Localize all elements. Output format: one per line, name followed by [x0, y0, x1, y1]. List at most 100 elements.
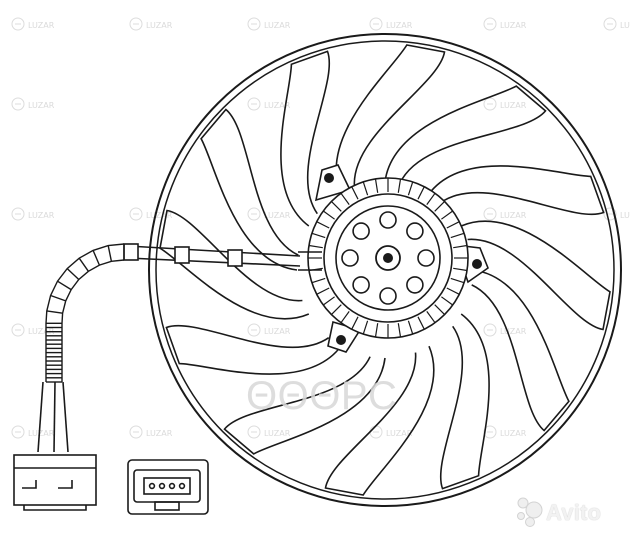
sleeve-rib: [66, 268, 80, 281]
luzar-watermark-label: LUZAR: [500, 21, 527, 30]
motor-fin: [322, 296, 335, 306]
motor-fin: [434, 304, 446, 316]
luzar-watermark-icon: LUZAR: [247, 97, 291, 111]
fan-blade: [471, 269, 570, 432]
fan-blade: [223, 356, 386, 455]
connector-front-view: [127, 459, 209, 515]
motor-fin: [374, 323, 379, 338]
motor-fin: [397, 178, 402, 193]
luzar-watermark-label: LUZAR: [500, 101, 527, 110]
luzar-watermark-icon: LUZAR: [129, 17, 173, 31]
corrugated-wire-sleeve: [45, 243, 125, 383]
luzar-watermark-label: LUZAR: [28, 429, 55, 438]
luzar-watermark-label: LUZAR: [28, 21, 55, 30]
luzar-watermark-label: LUZAR: [500, 429, 527, 438]
sleeve-edge: [45, 243, 125, 382]
luzar-watermark-icon: LUZAR: [483, 323, 527, 337]
motor-fin: [450, 277, 465, 284]
hub-hole: [352, 222, 370, 240]
sleeve-rib: [46, 310, 63, 314]
motor-fin: [311, 232, 326, 239]
sleeve-rib: [57, 280, 72, 291]
motor-fin: [434, 200, 446, 212]
luzar-watermark-label: LUZAR: [146, 211, 173, 220]
sleeve-rib: [50, 294, 66, 302]
luzar-watermark-icon: LUZAR: [483, 97, 527, 111]
luzar-watermark-label: LUZAR: [500, 211, 527, 220]
motor-fin: [316, 221, 330, 229]
motor-fin: [407, 320, 414, 335]
motor-fin: [330, 200, 342, 212]
luzar-watermark-icon: LUZAR: [247, 207, 291, 221]
mount-ear-top: [314, 164, 352, 202]
luzar-watermark-label: LUZAR: [264, 21, 291, 30]
luzar-watermark-icon: LUZAR: [11, 17, 55, 31]
motor-fin: [446, 221, 460, 229]
motor-fin: [450, 232, 465, 239]
overlay-watermark-text: ΘΘΘΡC: [246, 374, 398, 418]
luzar-watermark-icon: LUZAR: [369, 425, 413, 439]
motor-fin: [311, 277, 326, 284]
motor-fin: [316, 287, 330, 295]
mount-hole-bottom: [336, 335, 346, 345]
fan-inner-ring: [155, 40, 615, 500]
wire-harness: [123, 243, 322, 271]
fan-blades: [159, 44, 611, 496]
fan-blade: [335, 44, 446, 195]
luzar-watermark-icon: LUZAR: [247, 17, 291, 31]
luzar-watermark-icon: LUZAR: [11, 425, 55, 439]
hub-hole: [417, 249, 435, 267]
luzar-watermark-label: LUZAR: [500, 327, 527, 336]
fan-blade: [280, 50, 330, 227]
motor-fin: [441, 296, 454, 306]
luzar-watermark-label: LUZAR: [620, 211, 630, 220]
luzar-watermark-label: LUZAR: [620, 21, 630, 30]
luzar-watermark-icon: LUZAR: [603, 17, 630, 31]
motor-fin: [351, 316, 359, 330]
sleeve-rib: [92, 250, 101, 266]
luzar-watermark-icon: LUZAR: [11, 207, 55, 221]
motor-fin: [407, 181, 414, 196]
avito-watermark: Avito: [546, 500, 602, 525]
hub-hole: [352, 276, 370, 294]
motor-fin: [417, 186, 425, 200]
motor-fin: [340, 311, 350, 324]
fan-blade: [428, 165, 605, 215]
sleeve-rib: [78, 257, 89, 272]
loose-wires: [37, 381, 69, 453]
luzar-watermark-icon: LUZAR: [11, 323, 55, 337]
motor-fin: [397, 323, 402, 338]
luzar-watermark-label: LUZAR: [264, 327, 291, 336]
luzar-watermark-label: LUZAR: [28, 211, 55, 220]
motor-shaft-center: [383, 253, 393, 263]
motor-fin: [417, 316, 425, 330]
mount-hole-right: [472, 259, 482, 269]
motor-fin: [426, 192, 436, 205]
motor-fin: [362, 320, 369, 335]
hub-hole: [379, 287, 397, 305]
luzar-watermark-icon: LUZAR: [483, 207, 527, 221]
luzar-watermark-icon: LUZAR: [247, 323, 291, 337]
motor-fin: [441, 210, 454, 220]
motor-cooling-fins: [308, 178, 468, 338]
fan-blade: [324, 345, 435, 496]
hub-hole: [406, 276, 424, 294]
motor-fin: [374, 178, 379, 193]
luzar-watermark-icon: LUZAR: [603, 207, 630, 221]
fan-blade: [159, 209, 310, 320]
connector-side-view: [13, 454, 97, 511]
mount-hole-top: [324, 173, 334, 183]
luzar-watermark-icon: LUZAR: [247, 425, 291, 439]
hub-hole: [406, 222, 424, 240]
motor-fin: [446, 287, 460, 295]
motor-fin: [322, 210, 335, 220]
fan-blade: [165, 325, 342, 375]
motor-fin: [308, 244, 323, 249]
luzar-watermark-icon: LUZAR: [369, 17, 413, 31]
motor-fin: [453, 267, 468, 272]
luzar-watermark-label: LUZAR: [28, 327, 55, 336]
sleeve-edge: [61, 259, 125, 382]
hub-vent-holes: [341, 211, 435, 305]
fan-outer-ring: [148, 33, 622, 507]
